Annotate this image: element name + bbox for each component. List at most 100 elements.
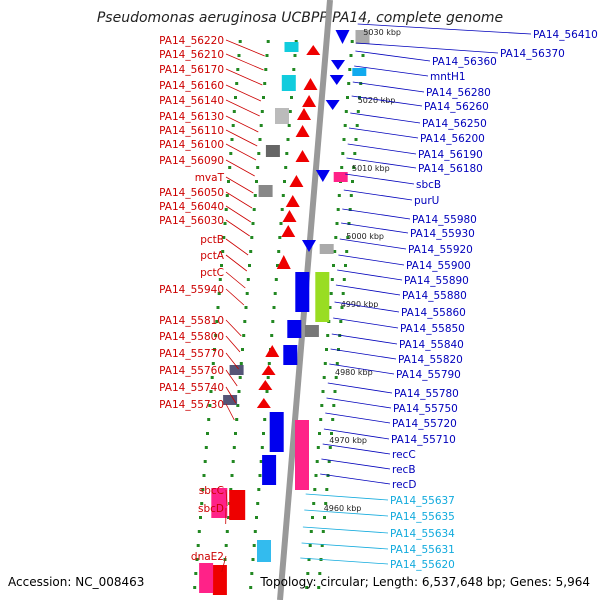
gene-label-cyan[interactable]: PA14_55635 [390, 511, 455, 523]
ring-dot [333, 250, 337, 253]
gene-label-cyan[interactable]: PA14_55620 [390, 559, 455, 571]
ring-dot [253, 530, 257, 533]
gene-label-right[interactable]: PA14_55840 [399, 339, 464, 351]
ring-dot [281, 194, 285, 197]
gene-label-left[interactable]: PA14_56100 [159, 139, 224, 151]
gene-label-left[interactable]: PA14_55730 [159, 399, 224, 411]
gene-label-right[interactable]: PA14_56370 [500, 48, 565, 60]
gene-label-cyan[interactable]: PA14_55637 [390, 495, 455, 507]
ring-dot [210, 376, 214, 379]
gene-label-left[interactable]: PA14_56140 [159, 95, 224, 107]
gene-label-right[interactable]: purU [414, 195, 439, 207]
gene-label-left[interactable]: mvaT [195, 172, 225, 184]
leader-line [225, 288, 245, 306]
feature-block [258, 185, 273, 197]
gene-label-right[interactable]: PA14_55850 [400, 323, 465, 335]
forward-feature-arrow [303, 78, 318, 90]
leader-line [350, 112, 421, 124]
gene-label-left[interactable]: PA14_56210 [159, 49, 224, 61]
gene-label-left[interactable]: PA14_56170 [159, 64, 224, 76]
ring-dot [237, 390, 241, 393]
ring-dot [232, 110, 236, 113]
gene-label-left[interactable]: PA14_55940 [159, 284, 224, 296]
ring-dot [320, 544, 324, 547]
gene-label-right[interactable]: PA14_55710 [391, 434, 456, 446]
gene-label-left[interactable]: PA14_56130 [159, 111, 224, 123]
gene-label-left[interactable]: PA14_56160 [159, 80, 224, 92]
gene-label-left[interactable]: PA14_56220 [159, 35, 224, 47]
gene-label-left[interactable]: PA14_55810 [159, 315, 224, 327]
ring-dot [318, 572, 322, 575]
leader-line [300, 557, 389, 565]
gene-label-right[interactable]: PA14_55750 [393, 403, 458, 415]
gene-label-right[interactable]: PA14_55920 [408, 244, 473, 256]
gene-label-right[interactable]: PA14_55780 [394, 388, 459, 400]
ring-dot [238, 376, 242, 379]
gene-label-left[interactable]: dnaE2 [191, 551, 224, 563]
ring-dot [344, 264, 347, 267]
gene-label-right[interactable]: PA14_56190 [418, 149, 483, 161]
scale-tick-label: 5000 kbp [346, 232, 384, 241]
ring-dot [293, 54, 297, 57]
gene-label-right[interactable]: PA14_55860 [401, 307, 466, 319]
gene-label-right[interactable]: PA14_55720 [392, 418, 457, 430]
gene-label-cyan[interactable]: PA14_55631 [390, 544, 455, 556]
gene-label-right[interactable]: PA14_56180 [418, 163, 483, 175]
gene-label-right[interactable]: PA14_56260 [424, 101, 489, 113]
gene-label-right[interactable]: PA14_56410 [533, 29, 598, 41]
gene-label-right[interactable]: recD [392, 479, 416, 491]
leader-line [326, 397, 392, 409]
left-gene-labels[interactable]: PA14_56220PA14_56210PA14_56170PA14_56160… [159, 35, 225, 563]
gene-label-left[interactable]: pctA [200, 250, 225, 262]
ring-dot [234, 432, 237, 435]
gene-label-right[interactable]: PA14_55890 [404, 275, 469, 287]
gene-label-left[interactable]: PA14_56110 [159, 125, 224, 137]
gene-label-left[interactable]: PA14_56040 [159, 201, 224, 213]
gene-label-left[interactable]: sbcC [199, 485, 224, 497]
gene-label-left[interactable]: PA14_55740 [159, 382, 224, 394]
gene-label-left[interactable]: PA14_55800 [159, 331, 224, 343]
gene-label-left[interactable]: PA14_56090 [159, 155, 224, 167]
leader-line [341, 222, 409, 234]
gene-label-right[interactable]: PA14_56200 [420, 133, 485, 145]
feature-block [262, 455, 277, 485]
ring-dot [341, 292, 345, 295]
gene-label-right[interactable]: PA14_56280 [426, 87, 491, 99]
gene-label-left[interactable]: pctB [200, 234, 224, 246]
ring-dot [305, 586, 309, 589]
gene-label-left[interactable]: sbcD [198, 503, 224, 515]
ring-dot [348, 208, 352, 211]
gene-label-right[interactable]: PA14_55930 [410, 228, 475, 240]
leader-line [357, 23, 532, 35]
gene-label-right[interactable]: PA14_55820 [398, 354, 463, 366]
ring-dot [270, 334, 274, 337]
gene-label-right[interactable]: PA14_56360 [432, 56, 497, 68]
ring-dot [342, 278, 346, 281]
gene-label-right[interactable]: recC [392, 449, 416, 461]
feature-block [283, 345, 298, 365]
leader-line [339, 238, 407, 250]
gene-label-left[interactable]: PA14_55760 [159, 365, 224, 377]
gene-label-right[interactable]: sbcB [416, 179, 441, 191]
ring-dot [345, 250, 349, 253]
gene-label-right[interactable]: PA14_55880 [402, 290, 467, 302]
gene-label-cyan[interactable]: PA14_55634 [390, 528, 455, 540]
gene-label-right[interactable]: PA14_55900 [406, 260, 471, 272]
gene-label-left[interactable]: pctC [200, 267, 224, 279]
leader-line [225, 403, 235, 421]
gene-label-left[interactable]: PA14_56030 [159, 215, 224, 227]
gene-label-right[interactable]: PA14_56250 [422, 118, 487, 130]
gene-label-right[interactable]: PA14_55790 [396, 369, 461, 381]
gene-label-right[interactable]: mntH1 [430, 71, 466, 83]
gene-label-right[interactable]: PA14_55980 [412, 214, 477, 226]
feature-block [275, 108, 289, 124]
scale-tick-label: 4990 kbp [341, 300, 379, 309]
gene-label-left[interactable]: PA14_56050 [159, 187, 224, 199]
gene-label-left[interactable]: PA14_55770 [159, 348, 224, 360]
ring-dot [335, 222, 339, 225]
gene-label-right[interactable]: recB [392, 464, 416, 476]
ring-dot [224, 208, 228, 211]
forward-feature-arrow [297, 108, 311, 120]
